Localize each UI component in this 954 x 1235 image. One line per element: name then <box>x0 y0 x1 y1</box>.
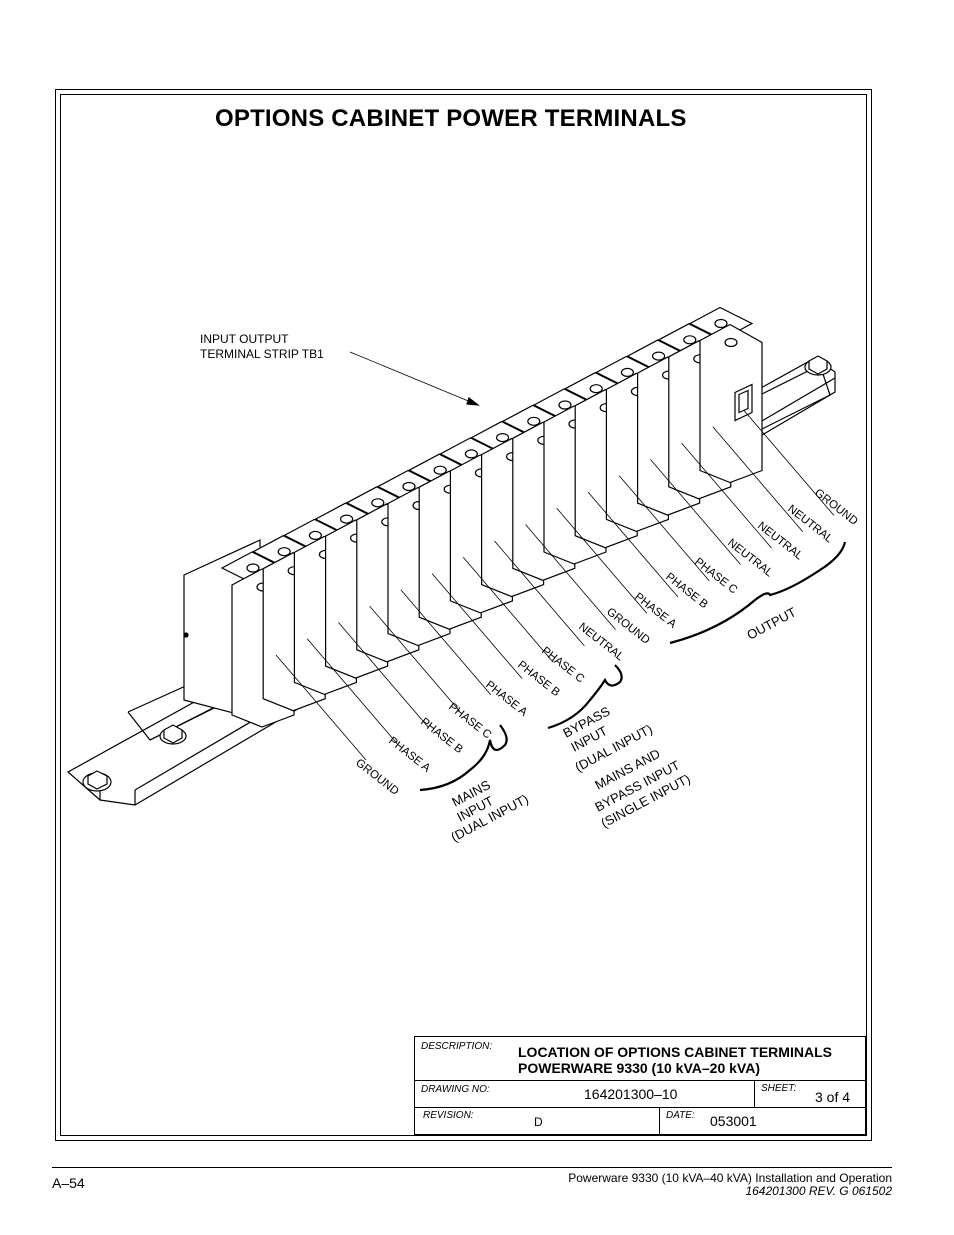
mounting-screw-left <box>82 770 112 792</box>
drawing-no-caption: DRAWING NO: <box>421 1084 490 1095</box>
terminal-screw-back <box>402 481 416 492</box>
terminal-screw-back <box>277 547 291 557</box>
label-mains-phase-c: PHASE C <box>446 701 493 742</box>
terminal-leader-line <box>712 426 804 533</box>
page-title: OPTIONS CABINET POWER TERMINALS <box>215 105 687 132</box>
title-block-divider-2 <box>415 1107 865 1108</box>
terminal-screw-back <box>620 367 635 377</box>
terminal-leader-line <box>650 459 741 565</box>
terminal-leader-line <box>587 491 679 598</box>
terminal-leader-line <box>400 589 492 696</box>
revision: D <box>534 1115 543 1129</box>
terminal-screw-back <box>371 498 385 508</box>
terminal-block-front <box>699 323 763 484</box>
terminal-screw-back <box>464 449 478 459</box>
mounting-screw-mid <box>159 724 187 745</box>
label-mains-phase-a: PHASE A <box>386 735 432 775</box>
label-bypass-phase-a: PHASE A <box>483 679 529 719</box>
terminal-leader-line <box>462 556 554 663</box>
terminal-leader-line <box>743 410 835 516</box>
sheet-caption: SHEET: <box>761 1083 797 1094</box>
terminal-screw-back <box>714 318 728 329</box>
label-mains-ground: GROUND <box>353 757 401 798</box>
callout-arrow <box>349 351 479 406</box>
label-output-ground: GROUND <box>604 606 652 647</box>
title-block: DESCRIPTION: LOCATION OF OPTIONS CABINET… <box>414 1036 866 1135</box>
terminal-screw-back <box>527 416 541 426</box>
label-mains-phase-b: PHASE B <box>418 716 465 756</box>
terminal-leader-line <box>494 540 585 647</box>
description-line1: LOCATION OF OPTIONS CABINET TERMINALS <box>518 1044 832 1060</box>
page-number: A–54 <box>52 1175 85 1191</box>
terminal-screw-front <box>724 337 738 348</box>
label-output-phase-c: PHASE C <box>692 556 739 597</box>
title-block-divider-date <box>659 1107 660 1135</box>
label-output-neutral-3: NEUTRAL <box>785 503 835 546</box>
label-output-phase-a: PHASE A <box>632 591 678 631</box>
drawing-border-outer <box>55 89 872 1141</box>
terminal-leader-line <box>338 622 429 728</box>
terminal-screw-back <box>558 400 572 410</box>
output-label: OUTPUT <box>744 604 798 642</box>
label-leaders <box>275 410 835 761</box>
mounting-screw-right <box>804 355 832 376</box>
terminal-leader-line <box>275 654 367 761</box>
output-brace <box>669 541 847 645</box>
bypass-brace <box>547 664 623 730</box>
terminal-blocks-front <box>231 323 763 728</box>
date-caption: DATE: <box>666 1110 695 1121</box>
description-line2: POWERWARE 9330 (10 kVA–20 kVA) <box>518 1060 760 1076</box>
description-caption: DESCRIPTION: <box>421 1041 493 1052</box>
terminal-leader-line <box>556 508 648 614</box>
terminal-screw-back <box>683 335 697 345</box>
terminal-leader-line <box>369 605 460 712</box>
terminal-leader-line <box>525 524 616 630</box>
title-block-divider-sheet <box>754 1080 755 1107</box>
revision-caption: REVISION: <box>423 1110 474 1121</box>
terminal-leader-line <box>681 442 772 549</box>
terminal-screw-back <box>246 563 260 573</box>
drawing-no: 164201300–10 <box>584 1086 678 1102</box>
terminal-screw-back <box>496 433 510 443</box>
terminal-leader-line <box>618 475 710 581</box>
mains-brace <box>419 724 508 792</box>
terminal-leader-line <box>306 638 398 744</box>
callout-arrowhead <box>466 397 480 406</box>
callout-line2: TERMINAL STRIP TB1 <box>200 347 324 361</box>
terminal-screw-back <box>651 351 666 361</box>
label-output-phase-b: PHASE B <box>663 571 710 611</box>
manual-revision: 164201300 REV. G 061502 <box>745 1184 892 1198</box>
end-plate-hole <box>183 632 189 638</box>
terminal-leader-line <box>431 573 523 679</box>
terminal-screw-back <box>308 530 322 541</box>
terminal-screw-back <box>589 384 603 394</box>
label-bypass-neutral: NEUTRAL <box>576 621 626 664</box>
sheet-number: 3 of 4 <box>815 1089 851 1105</box>
terminal-screw-back <box>340 514 354 524</box>
drawing-border-inner <box>60 94 867 1136</box>
callout-line1: INPUT OUTPUT <box>200 332 289 346</box>
footer-rule <box>52 1167 892 1168</box>
terminal-wire-opening-inner <box>738 389 749 414</box>
label-output-ground-2: GROUND <box>812 487 860 528</box>
date: 053001 <box>710 1113 757 1129</box>
title-block-divider-1 <box>415 1080 865 1081</box>
manual-title: Powerware 9330 (10 kVA–40 kVA) Installat… <box>568 1171 892 1185</box>
terminal-screw-back <box>433 465 447 475</box>
